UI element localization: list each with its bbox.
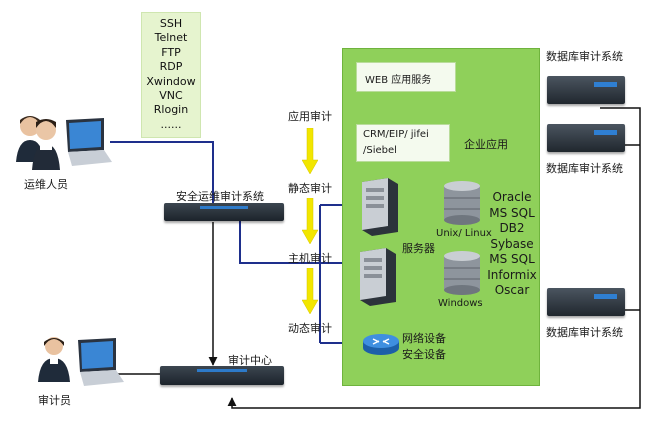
database-icon bbox=[444, 181, 480, 225]
db-audit-bottom-device bbox=[547, 288, 625, 316]
database-name-list: Oracle MS SQL DB2 Sybase MS SQL Informix… bbox=[486, 190, 538, 299]
web-service-box: WEB 应用服务 bbox=[356, 62, 456, 92]
protocol-more: ...... bbox=[160, 117, 182, 131]
ops-link bbox=[110, 141, 214, 205]
protocol-ssh: SSH bbox=[159, 17, 183, 30]
protocol-ftp: FTP bbox=[161, 45, 181, 59]
db-oracle: Oracle bbox=[492, 190, 532, 204]
audit-center-device bbox=[160, 366, 284, 385]
db-audit-top-device bbox=[547, 76, 625, 104]
protocol-xwindow: Xwindow bbox=[146, 74, 196, 88]
security-device-label: 安全设备 bbox=[402, 348, 446, 361]
db-sybase: Sybase bbox=[490, 236, 534, 251]
unix-linux-label: Unix/ Linux bbox=[436, 228, 492, 239]
db-audit-bottom-label: 数据库审计系统 bbox=[546, 326, 623, 339]
server-tower-icon bbox=[362, 178, 398, 236]
down-arrow-icon bbox=[302, 128, 318, 174]
auditor-person-icon bbox=[38, 337, 70, 382]
audit-center-label: 审计中心 bbox=[228, 354, 272, 367]
network-device-label: 网络设备 bbox=[402, 332, 446, 345]
enterprise-app-label: 企业应用 bbox=[464, 138, 508, 151]
static-audit-label: 静态审计 bbox=[288, 182, 332, 195]
crm-line1: CRM/EIP/ jifei bbox=[363, 129, 429, 140]
dynamic-audit-label: 动态审计 bbox=[288, 322, 332, 335]
db-mssql: MS SQL bbox=[489, 205, 535, 220]
security-audit-device bbox=[164, 203, 284, 221]
db-db2: DB2 bbox=[499, 221, 525, 235]
database-icon bbox=[444, 251, 480, 295]
db-mssql-2: MS SQL bbox=[489, 252, 535, 266]
web-service-label: WEB 应用服务 bbox=[365, 75, 432, 86]
host-audit-label: 主机审计 bbox=[288, 252, 332, 265]
app-audit-label: 应用审计 bbox=[288, 110, 332, 123]
protocol-list: SSH Telnet FTP RDP Xwindow VNC Rlogin ..… bbox=[141, 12, 201, 138]
crm-box: CRM/EIP/ jifei /Siebel bbox=[356, 124, 450, 162]
windows-label: Windows bbox=[438, 298, 483, 309]
db-audit-mid-device bbox=[547, 124, 625, 152]
down-arrow-icon bbox=[302, 268, 318, 314]
auditor-laptop-icon bbox=[78, 338, 124, 386]
db-informix: Informix bbox=[487, 267, 537, 282]
ops-label: 运维人员 bbox=[24, 178, 68, 191]
protocol-telnet: Telnet bbox=[154, 31, 188, 45]
security-audit-label: 安全运维审计系统 bbox=[176, 190, 264, 203]
servers-label: 服务器 bbox=[402, 242, 435, 255]
db-oscar: Oscar bbox=[494, 283, 530, 297]
auditor-label: 审计员 bbox=[38, 394, 71, 407]
db-audit-mid-label: 数据库审计系统 bbox=[546, 162, 623, 175]
server-link bbox=[239, 220, 320, 264]
ops-laptop-icon bbox=[66, 118, 112, 166]
server-tower-icon bbox=[360, 248, 396, 306]
protocol-vnc: VNC bbox=[159, 89, 183, 103]
ops-person-icon bbox=[16, 116, 60, 170]
protocol-rlogin: Rlogin bbox=[153, 103, 189, 117]
crm-line2: /Siebel bbox=[363, 145, 397, 156]
down-arrow-icon bbox=[302, 198, 318, 244]
protocol-rdp: RDP bbox=[159, 60, 183, 74]
db-audit-top-label: 数据库审计系统 bbox=[546, 50, 623, 63]
router-icon bbox=[363, 334, 399, 355]
